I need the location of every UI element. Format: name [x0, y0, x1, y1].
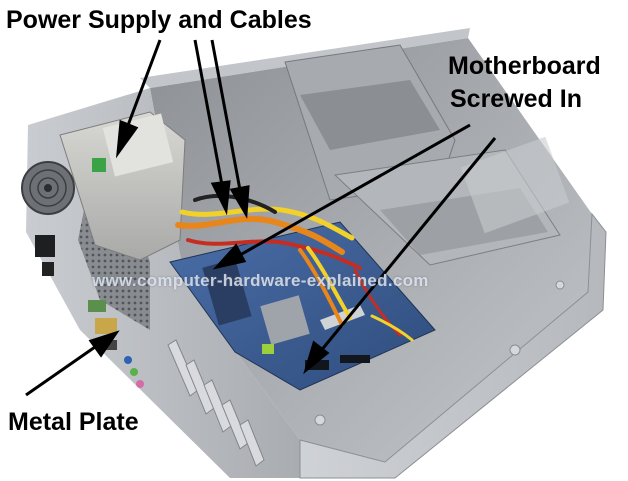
power-arrow-1-head — [115, 119, 139, 159]
case-top-rim — [140, 28, 470, 88]
metal-plate-arrow-head — [88, 330, 120, 358]
power-arrow-3-head — [229, 185, 250, 219]
power-supply-label: Power Supply and Cables — [6, 6, 312, 34]
power-switch — [42, 262, 54, 276]
power-arrow-2-head — [210, 180, 231, 216]
case-rim — [299, 212, 607, 479]
expansion-slot-covers — [167, 339, 265, 467]
rim-screws — [314, 280, 565, 426]
motherboard-label-line1: Motherboard — [448, 52, 601, 80]
io-ports — [88, 300, 144, 388]
mb-arrow-1 — [239, 123, 471, 257]
mb-arrow-2-head — [303, 340, 330, 375]
metal-plate-arrow — [25, 345, 96, 397]
power-arrow-3 — [210, 39, 242, 191]
power-arrow-1 — [125, 39, 162, 129]
drive-bays — [284, 44, 570, 266]
power-socket — [35, 235, 55, 257]
metal-plate-label: Metal Plate — [8, 408, 139, 436]
power-arrow-2 — [193, 39, 224, 186]
mb-arrow-1-head — [212, 243, 247, 270]
mb-arrow-2 — [318, 137, 497, 353]
annotation-arrows — [25, 39, 497, 397]
motherboard-label-line2: Screwed In — [450, 85, 582, 113]
exhaust-fan — [21, 161, 75, 215]
watermark-text: www.computer-hardware-explained.com — [92, 271, 429, 290]
